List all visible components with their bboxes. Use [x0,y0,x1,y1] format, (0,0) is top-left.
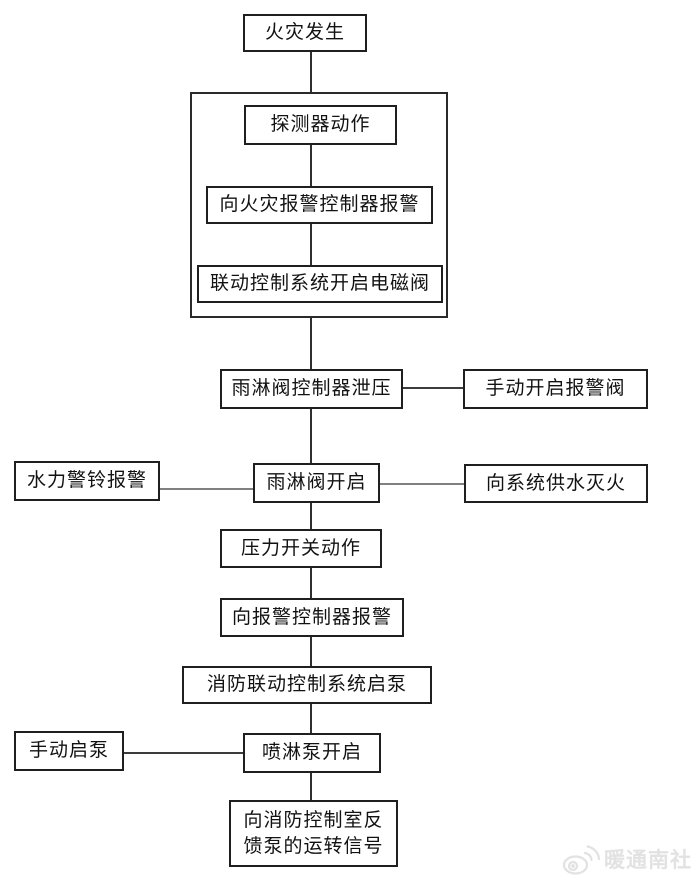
node-spray-pump-open: 喷淋泵开启 [243,733,381,773]
connector-line [310,224,312,265]
watermark: 暖通南社 [562,842,692,876]
node-deluge-valve-open: 雨淋阀开启 [253,463,380,503]
connector-line [403,387,463,389]
node-feedback-pump-signal: 向消防控制室反馈泵的运转信号 [229,800,398,867]
watermark-text: 暖通南社 [604,849,692,872]
node-report-fire-alarm-controller: 向火灾报警控制器报警 [206,186,433,224]
connector-line [310,318,312,369]
connector-line [310,637,312,666]
node-manual-open-alarm-valve: 手动开启报警阀 [463,369,648,409]
connector-line [310,503,312,529]
node-fire-occurs: 火灾发生 [243,14,367,52]
connector-line [310,145,312,186]
node-deluge-valve-controller-relief: 雨淋阀控制器泄压 [220,369,403,409]
weibo-icon [562,842,600,876]
connector-line [310,773,312,800]
connector-line [310,568,312,598]
connector-line [310,52,312,92]
connector-line [124,752,243,754]
node-hydraulic-bell-alarm: 水力警铃报警 [14,461,160,501]
node-manual-start-pump: 手动启泵 [14,731,124,771]
node-report-alarm-controller: 向报警控制器报警 [220,598,404,637]
node-pressure-switch-action: 压力开关动作 [220,529,382,568]
node-fire-linkage-start-pump: 消防联动控制系统启泵 [182,666,432,704]
node-detector-action: 探测器动作 [244,105,397,145]
connector-line [160,488,253,490]
connector-line [380,483,464,485]
detection-group-box [190,92,448,318]
connector-line [310,704,312,733]
connector-line [310,409,312,463]
node-linkage-open-solenoid-valve: 联动控制系统开启电磁阀 [197,265,443,303]
node-supply-water-extinguish: 向系统供水灭火 [464,464,648,503]
